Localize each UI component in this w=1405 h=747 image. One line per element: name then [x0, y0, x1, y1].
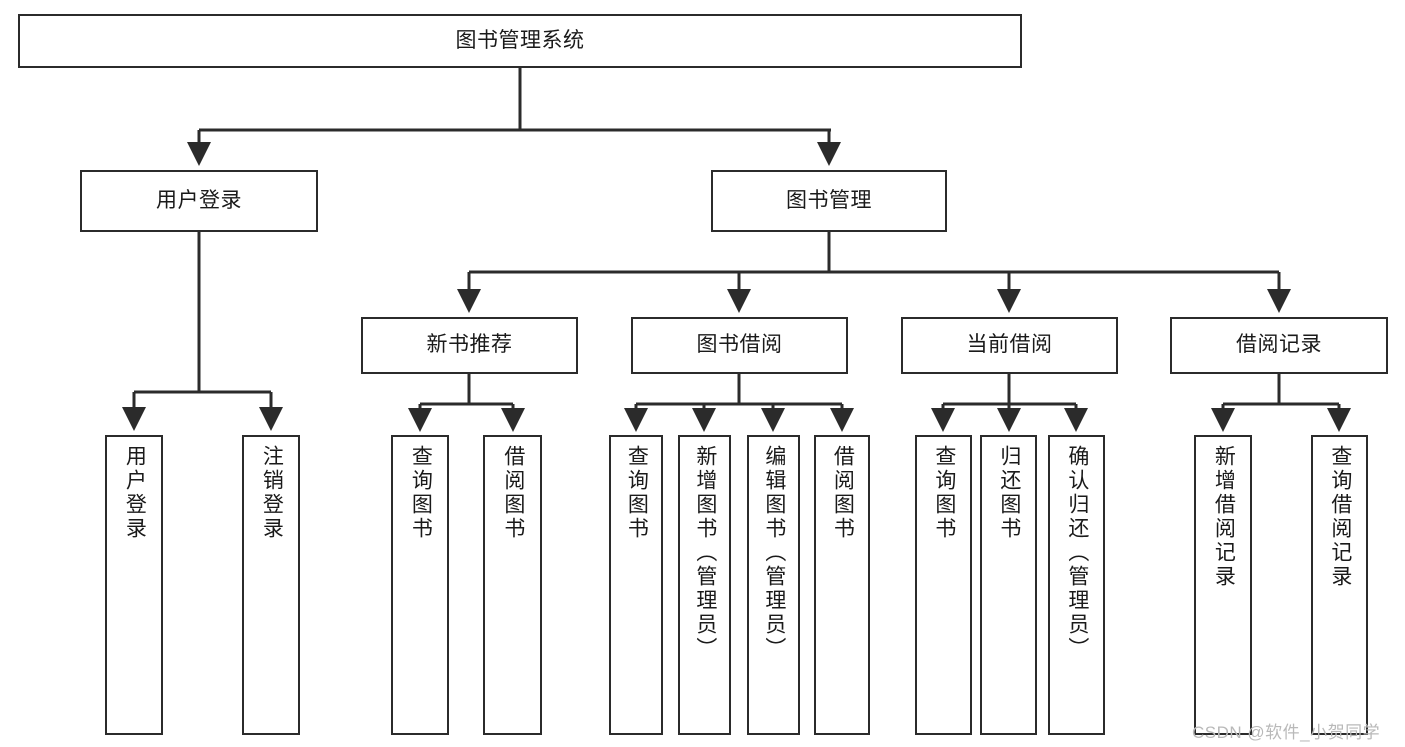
- node-label: 查询图书: [409, 445, 433, 541]
- node-leaf-confirm-return-admin[interactable]: 确认归还（管理员）: [1048, 435, 1105, 735]
- node-leaf-user-login[interactable]: 用户登录: [105, 435, 163, 735]
- node-leaf-borrow-book[interactable]: 借阅图书: [814, 435, 870, 735]
- node-leaf-return-book[interactable]: 归还图书: [980, 435, 1037, 735]
- node-leaf-add-borrow-record[interactable]: 新增借阅记录: [1194, 435, 1252, 735]
- node-level2-user-login[interactable]: 用户登录: [80, 170, 318, 232]
- node-label: 新增借阅记录: [1212, 445, 1236, 589]
- node-label: 当前借阅: [966, 333, 1053, 357]
- node-label: 用户登录: [156, 188, 242, 212]
- node-leaf-edit-book-admin[interactable]: 编辑图书（管理员）: [747, 435, 800, 735]
- node-label: 新增图书（管理员）: [693, 445, 717, 661]
- node-leaf-query-borrow-record[interactable]: 查询借阅记录: [1311, 435, 1368, 735]
- node-label: 编辑图书（管理员）: [762, 445, 786, 661]
- node-leaf-borrow-book-recommend[interactable]: 借阅图书: [483, 435, 542, 735]
- node-level3-new-book-recommend[interactable]: 新书推荐: [361, 317, 578, 374]
- node-level3-current-borrow[interactable]: 当前借阅: [901, 317, 1118, 374]
- node-label: 借阅图书: [501, 445, 525, 541]
- node-label: 借阅图书: [831, 445, 855, 541]
- node-label: 用户登录: [123, 445, 147, 541]
- node-label: 确认归还（管理员）: [1065, 445, 1089, 661]
- node-leaf-query-book-borrow[interactable]: 查询图书: [609, 435, 663, 735]
- node-label: 借阅记录: [1236, 333, 1322, 357]
- node-label: 查询图书: [932, 445, 956, 541]
- node-root[interactable]: 图书管理系统: [18, 14, 1022, 68]
- node-label: 新书推荐: [426, 333, 513, 357]
- node-leaf-logout[interactable]: 注销登录: [242, 435, 300, 735]
- node-level2-book-management[interactable]: 图书管理: [711, 170, 947, 232]
- node-leaf-add-book-admin[interactable]: 新增图书（管理员）: [678, 435, 731, 735]
- node-label: 注销登录: [260, 445, 284, 541]
- node-level3-borrow-record[interactable]: 借阅记录: [1170, 317, 1388, 374]
- node-root-label: 图书管理系统: [455, 28, 585, 52]
- node-label: 图书管理: [786, 188, 872, 212]
- node-level3-book-borrow[interactable]: 图书借阅: [631, 317, 848, 374]
- node-label: 图书借阅: [696, 333, 783, 357]
- node-leaf-query-book-recommend[interactable]: 查询图书: [391, 435, 449, 735]
- node-label: 查询图书: [625, 445, 649, 541]
- watermark: CSDN @软件_小贺同学: [1192, 723, 1381, 742]
- node-label: 查询借阅记录: [1328, 445, 1352, 589]
- node-leaf-query-book-current[interactable]: 查询图书: [915, 435, 972, 735]
- node-label: 归还图书: [997, 445, 1021, 541]
